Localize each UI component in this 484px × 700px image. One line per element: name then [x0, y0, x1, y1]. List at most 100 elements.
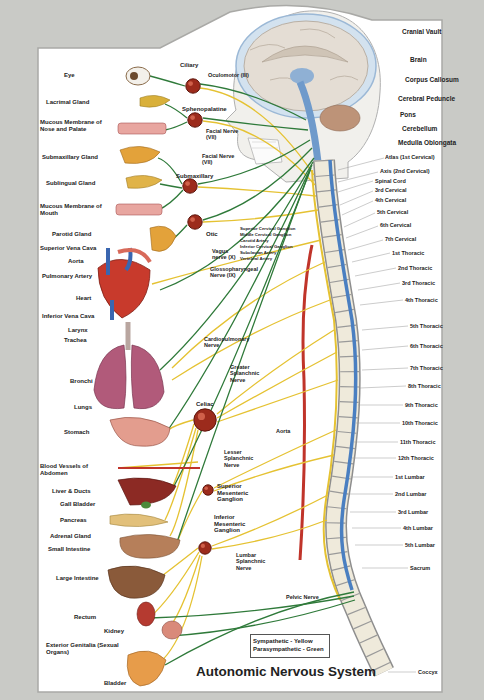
part-label: Pancreas: [60, 517, 87, 524]
cutout-board: [38, 6, 442, 692]
part-label: 4th Lumbar: [403, 525, 433, 531]
ganglion-shape: [187, 112, 203, 128]
part-label: Subclavian Artery: [240, 250, 276, 255]
ganglion-shape: [198, 541, 212, 555]
ganglion-label: Submaxillary: [176, 173, 213, 180]
part-label: Pons: [400, 111, 416, 118]
part-label: Oculomotor (III): [208, 72, 249, 78]
ganglion-highlight: [185, 181, 190, 186]
part-label: Small Intestine: [48, 546, 90, 553]
ganglion-node: Otic: [187, 214, 203, 230]
legend-text: Sympathetic - Yellow: [253, 637, 327, 645]
part-label: Atlas (1st Cervical): [385, 154, 435, 160]
part-label: Pulmonary Artery: [42, 273, 92, 280]
brainstem: [300, 82, 318, 162]
part-label: Facial Nerve (VII): [206, 128, 242, 141]
part-label: 5th Lumbar: [405, 542, 435, 548]
brain-folds: [250, 29, 358, 84]
part-label: 3rd Lumbar: [398, 509, 428, 515]
ganglion-shape: [202, 484, 214, 496]
ganglion-label: Celiac: [196, 401, 214, 408]
ganglion-highlight: [204, 486, 208, 490]
ganglion-node: Submaxillary: [182, 178, 198, 194]
part-label: 7th Thoracic: [410, 365, 443, 371]
part-label: Aorta: [276, 428, 290, 434]
ganglion-circle: [186, 79, 200, 93]
ganglion-circle: [194, 409, 216, 431]
parasympathetic-nerves: [150, 76, 355, 665]
vertebral-column: [324, 160, 384, 672]
ganglion-circle: [199, 542, 211, 554]
ganglion-node: Inferior Mesenteric Ganglion: [198, 541, 212, 555]
cerebellum: [320, 105, 360, 131]
ganglion-highlight: [188, 81, 193, 86]
part-label: Lesser Splanchnic Nerve: [224, 449, 266, 468]
part-label: Mucous Membrane of Nose and Palate: [40, 119, 110, 133]
ganglion-label: Sphenopalatine: [182, 106, 227, 113]
part-label: Larynx: [68, 327, 88, 334]
part-label: Superior Cervical Ganglion: [240, 226, 295, 231]
part-label: 5th Cervical: [377, 209, 408, 215]
part-label: Blood Vessels of Abdomen: [40, 463, 112, 477]
ganglion-circle: [188, 215, 202, 229]
part-label: Trachea: [64, 337, 87, 344]
part-label: 3rd Thoracic: [402, 280, 435, 286]
part-label: 4th Cervical: [375, 197, 406, 203]
part-label: Corpus Callosum: [405, 76, 459, 83]
ganglion-node: Superior Mesenteric Ganglion: [202, 484, 214, 496]
part-label: Kidney: [104, 628, 124, 635]
ganglion-shape: [185, 78, 201, 94]
ganglion-circle: [183, 179, 197, 193]
part-label: Exterior Genitalia (Sexual Organs): [46, 642, 124, 656]
part-label: Facial Nerve (VII): [202, 153, 238, 166]
part-label: 12th Thoracic: [398, 455, 434, 461]
part-label: Bladder: [104, 680, 126, 687]
part-label: Coccyx: [418, 669, 438, 675]
part-label: Adrenal Gland: [50, 533, 91, 540]
part-label: 6th Thoracic: [410, 343, 443, 349]
part-label: Inferior Vena Cava: [42, 313, 94, 320]
legend-text: Parasympathetic - Green: [253, 645, 327, 653]
part-label: Pelvic Nerve: [286, 594, 319, 600]
legend-box: Sympathetic - YellowParasympathetic - Gr…: [250, 634, 330, 658]
part-label: Lacrimal Gland: [46, 99, 89, 106]
ganglion-shape: [182, 178, 198, 194]
part-label: Greater Splanchnic Nerve: [230, 364, 276, 383]
part-label: Liver & Ducts: [52, 488, 91, 495]
part-label: Vertebral Artery: [240, 256, 272, 261]
part-label: Vagus nerve (X): [212, 248, 242, 261]
part-label: Cranial Vault: [402, 28, 441, 35]
part-label: Mucous Membrane of Mouth: [40, 203, 110, 217]
diagram-title: Autonomic Nervous System: [196, 664, 416, 679]
part-label: Medulla Oblongata: [398, 139, 456, 146]
part-label: 1st Thoracic: [392, 250, 424, 256]
part-label: Cerebral Peduncle: [398, 95, 455, 102]
part-label: 10th Thoracic: [402, 420, 438, 426]
ganglion-node: Ciliary: [185, 78, 201, 94]
part-label: Lungs: [74, 404, 92, 411]
ganglion-circle: [203, 485, 213, 495]
part-label: Spinal Cord: [375, 178, 406, 184]
ganglion-label: Superior Mesenteric Ganglion: [217, 483, 257, 503]
part-label: Carotid Artery: [240, 238, 269, 243]
disc-lines: [324, 160, 384, 672]
part-label: Axis (2nd Cervical): [380, 168, 430, 174]
part-label: Rectum: [74, 614, 96, 621]
sympathetic-chain: [312, 170, 340, 600]
part-label: Superior Vena Cava: [40, 245, 96, 252]
ganglion-label: Otic: [206, 231, 218, 238]
vertebra-bodies: [324, 160, 384, 672]
ganglion-highlight: [201, 544, 205, 548]
part-label: Stomach: [64, 429, 89, 436]
part-label: Parotid Gland: [52, 231, 91, 238]
part-label: Brain: [410, 56, 427, 63]
aorta-vessel: [300, 245, 312, 560]
part-label: Aorta: [68, 258, 84, 265]
part-label: 3rd Cervical: [375, 187, 407, 193]
organ-illustrations: [94, 67, 200, 686]
ganglion-node: Sphenopalatine: [187, 112, 203, 128]
ganglion-shape: [187, 214, 203, 230]
part-label: 2nd Lumbar: [395, 491, 426, 497]
ganglion-highlight: [190, 115, 195, 120]
